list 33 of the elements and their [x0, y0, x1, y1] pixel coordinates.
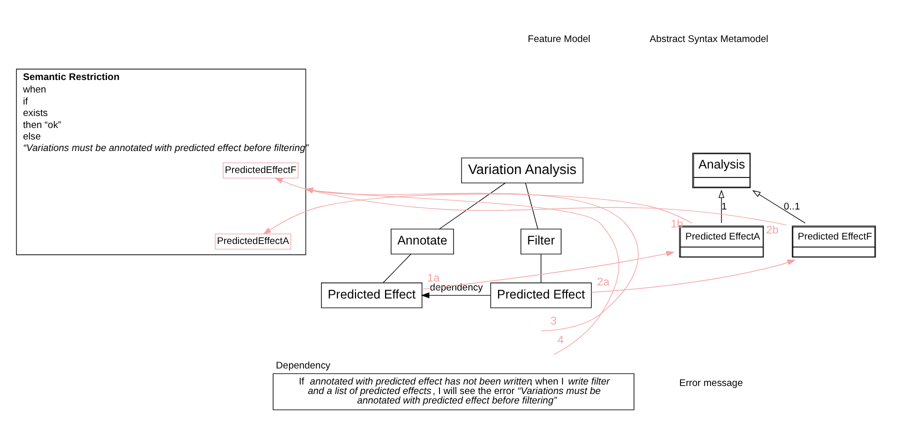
edge-label: 4	[558, 334, 564, 346]
label: Feature Model	[528, 34, 590, 45]
node-box: PredictedEffectF	[222, 162, 298, 178]
edge-label: 2a	[597, 276, 610, 288]
node-box: PredictedEffectA	[214, 234, 292, 250]
connector	[439, 182, 506, 230]
label: Error message	[679, 378, 743, 389]
node-box: If annotated with predicted effect has not been written, when I write filter and a list of predicted effects, I will see the error “Variations must be annotated with predicted effect before filtering”	[272, 373, 634, 410]
arrow	[718, 190, 724, 224]
edge-label: 2b	[766, 224, 778, 236]
node-box: Annotate	[390, 228, 454, 254]
edge-label: 0..1	[784, 201, 800, 212]
arrow	[304, 188, 620, 355]
arrow	[274, 178, 787, 226]
connector	[382, 254, 412, 284]
arrow	[262, 194, 692, 234]
label: Abstract Syntax Metamodel	[650, 34, 768, 45]
connector	[525, 182, 538, 230]
arrow	[304, 188, 639, 332]
node-box: Filter	[520, 228, 562, 254]
connector	[540, 254, 542, 284]
edge-label: 1	[722, 201, 727, 212]
node-box: Predicted Effect	[490, 282, 592, 308]
node-box: Variation Analysis	[461, 158, 584, 184]
edge-label: dependency	[430, 282, 483, 294]
edge-label: 3	[550, 316, 557, 328]
arrow	[752, 190, 806, 224]
arrow	[420, 292, 491, 298]
arrow	[422, 250, 675, 290]
node-label: Dependency	[276, 360, 330, 372]
arrow	[591, 260, 796, 293]
edge-label: 1a	[427, 272, 440, 285]
node-box: Predicted Effect	[321, 282, 422, 308]
